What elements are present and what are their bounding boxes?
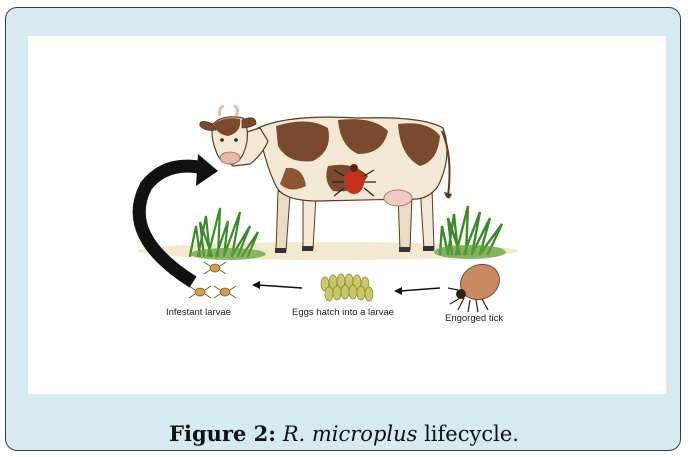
lifecycle-diagram: Engorged tick Eggs hatch into a larvae [28,36,666,394]
caption-label: Figure 2: [169,421,276,446]
engorged-tick-label: Engorged tick [445,313,503,324]
larvae-icon [189,262,236,298]
grass-right-icon [434,206,506,259]
arrow-engorged-to-eggs-icon [394,287,440,295]
infestant-larvae-label: Infestant larvae [166,307,231,318]
grass-left-icon [190,208,266,260]
figure-panel: Engorged tick Eggs hatch into a larvae [28,36,666,394]
eggs-icon [321,274,373,301]
engorged-tick-icon [448,258,505,312]
caption-species: R. microplus [283,422,418,446]
figure-caption: Figure 2: R. microplus lifecycle. [0,420,688,448]
caption-rest: lifecycle. [417,422,519,446]
eggs-label: Eggs hatch into a larvae [292,307,394,318]
arrow-eggs-to-larvae-icon [252,281,302,289]
